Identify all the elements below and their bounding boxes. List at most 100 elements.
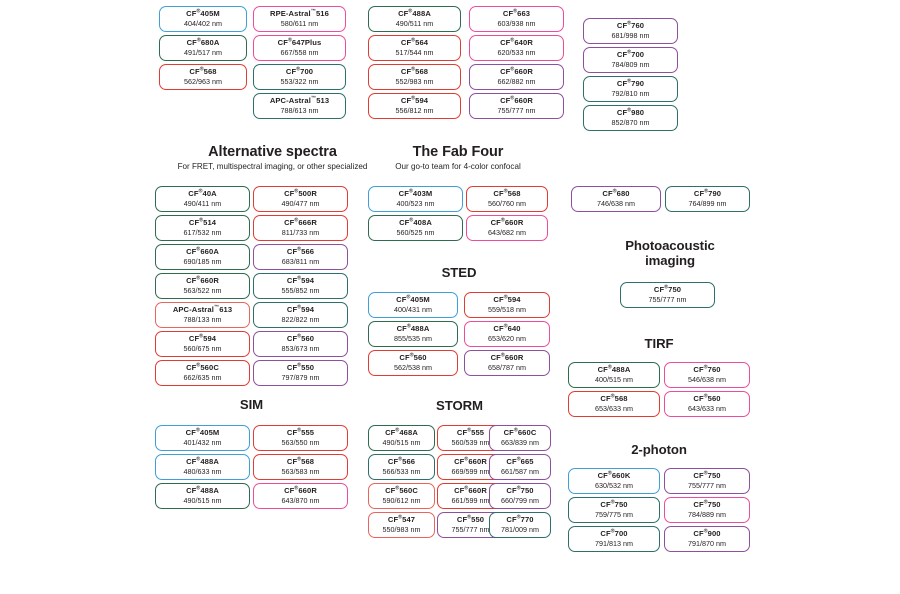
dye-name: CF®666R: [284, 217, 317, 228]
dye-name: CF®560: [399, 352, 427, 363]
dye-name: CF®647Plus: [277, 37, 322, 48]
dye-ex-em: 552/983 nm: [395, 76, 434, 86]
dye-ex-em: 566/533 nm: [382, 466, 421, 476]
section-title-the-fab-four: The Fab Four: [412, 144, 504, 160]
dye-name: CF®408A: [399, 217, 432, 228]
dye-ex-em: 490/477 nm: [281, 198, 320, 208]
dye-ex-em: 653/620 nm: [488, 333, 526, 343]
dye-ex-em: 401/432 nm: [183, 437, 222, 447]
section-subtitle-the-fab-four: Our go-to team for 4-color confocal: [395, 162, 521, 171]
dye-name: CF®555: [286, 427, 315, 438]
section-title-alternative-spectra: Alternative spectra: [208, 144, 337, 160]
dye-ex-em: 764/899 nm: [688, 198, 727, 208]
dye-ex-em: 553/322 nm: [280, 76, 319, 86]
dye-ex-em: 490/515 nm: [183, 495, 222, 505]
dye-name: CF®568: [400, 66, 429, 77]
dye-ex-em: 404/402 nm: [184, 18, 222, 28]
dye-name: CF®790: [616, 78, 645, 89]
dye-ex-em: 853/673 nm: [281, 343, 320, 353]
dye-name: CF®488A: [186, 456, 219, 467]
section-title-tirf: TIRF: [644, 336, 674, 351]
dye-name: CF®750: [693, 499, 721, 510]
dye-ex-em: 755/777 nm: [451, 524, 490, 534]
dye-ex-em: 550/983 nm: [382, 524, 421, 534]
dye-ex-em: 669/599 nm: [451, 466, 490, 476]
dye-name: CF®660R: [454, 456, 487, 467]
dye-name: CF®640R: [500, 37, 533, 48]
dye-ex-em: 690/185 nm: [183, 256, 222, 266]
